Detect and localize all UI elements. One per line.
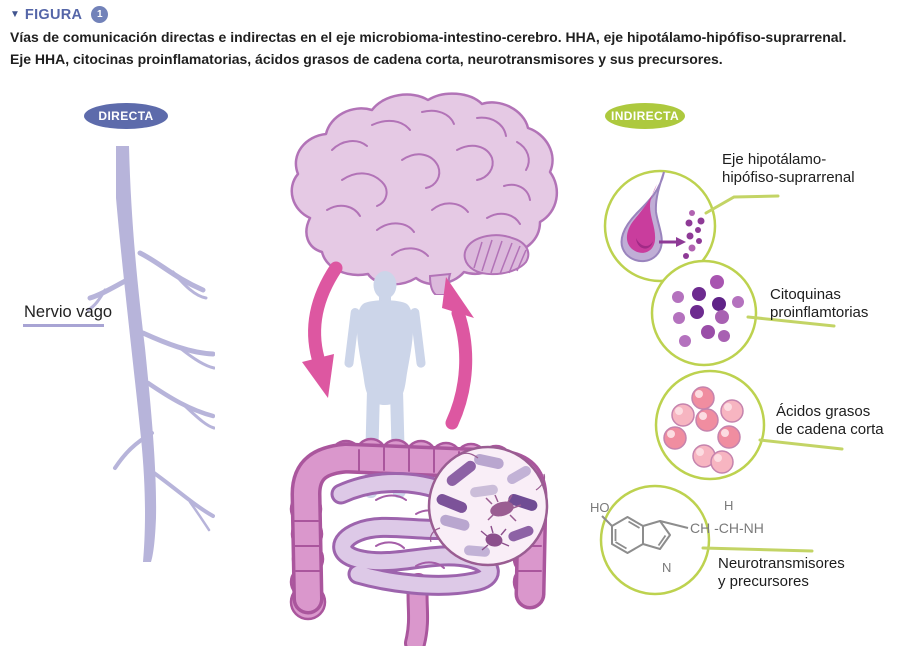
label-neurotransmitters: Neurotransmisores y precursores (718, 555, 845, 590)
figure-label: FIGURA (24, 6, 83, 23)
figure-number-badge: 1 (91, 6, 109, 23)
pituitary-gland-icon (603, 169, 717, 283)
fatty-acid-spheres-icon (654, 369, 766, 481)
figure-marker-triangle-icon: ▼ (10, 9, 20, 20)
vagus-nerve-illustration (86, 146, 215, 562)
indirect-pathway-badge: INDIRECTA (605, 103, 685, 129)
bacteria-bug-icon (480, 494, 522, 551)
vagus-nerve-underline (23, 324, 104, 327)
brain-illustration (290, 92, 558, 295)
label-fatty-acids: Ácidos grasos de cadena corta (776, 403, 884, 438)
figure-header: ▼ FIGURA 1 (10, 6, 109, 23)
label-hha-axis: Eje hipotálamo- hipófiso-suprarrenal (722, 151, 855, 186)
direct-pathway-badge: DIRECTA (84, 103, 168, 129)
microbiome-magnifier (427, 445, 549, 567)
up-arrow-icon (445, 306, 473, 430)
molecule-nitrogen-label: N (662, 560, 671, 575)
serotonin-molecule-icon: HO H CH -CH-NH N (590, 498, 764, 575)
label-cytokines: Citoquinas proinflamtorias (770, 286, 869, 321)
figure-caption-line1: Vías de comunicación directas e indirect… (10, 29, 847, 45)
molecule-chain-label: CH -CH-NH (690, 520, 764, 536)
figure-caption-line2: Eje HHA, citocinas proinflamatorias, áci… (10, 51, 723, 67)
cytokine-dots-icon (650, 259, 758, 367)
vagus-nerve-label: Nervio vago (24, 303, 113, 321)
molecule-hydrogen-label: H (724, 498, 733, 513)
down-arrow-icon (308, 261, 343, 365)
gut-brain-cycle-arrows (302, 261, 474, 430)
molecule-hydroxyl-label: HO (590, 500, 610, 515)
molecule-circle-ring (599, 484, 711, 596)
